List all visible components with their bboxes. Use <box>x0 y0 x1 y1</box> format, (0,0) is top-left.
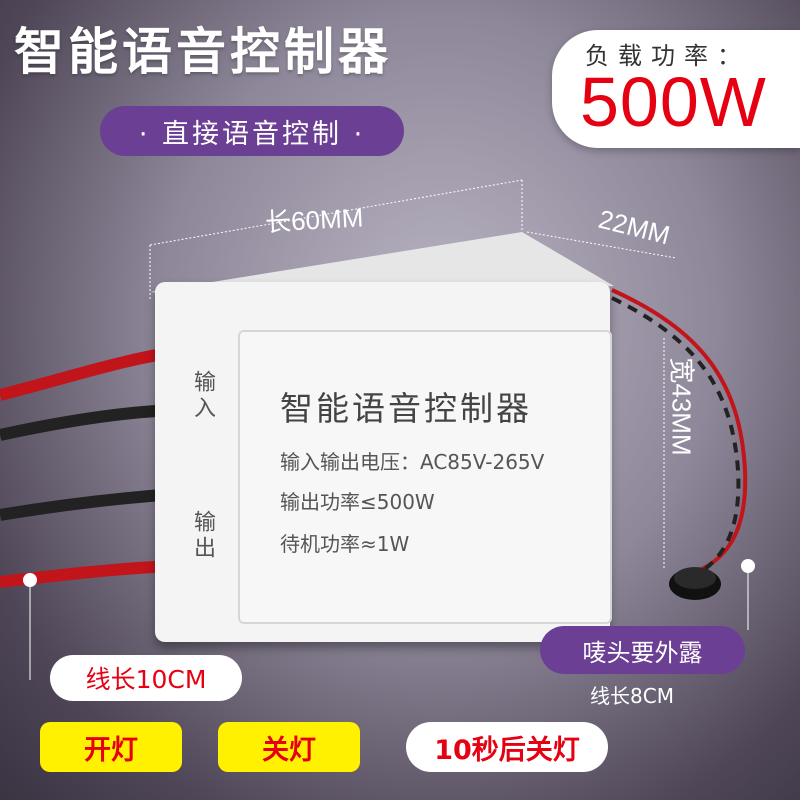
mic-notice-pill: 唛头要外露 <box>540 626 745 674</box>
mode-light-on: 开灯 <box>40 722 182 772</box>
wire-length-label: 线长10CM <box>50 655 242 701</box>
load-power-label: 负载功率： <box>585 42 750 70</box>
page-title: 智能语音控制器 <box>14 23 392 81</box>
device-output-label: 输出 <box>190 510 215 562</box>
mode-delay-off: 10秒后关灯 <box>406 722 608 772</box>
subtitle-pill: · 直接语音控制 · <box>100 106 404 156</box>
load-power-value: 500W <box>580 63 767 141</box>
mic-wire-length: 线长8CM <box>590 684 674 708</box>
device-label-panel <box>238 330 612 624</box>
device-voltage-spec: 输入输出电压：AC85V-265V <box>280 450 545 474</box>
device-label-title: 智能语音控制器 <box>280 389 532 428</box>
load-power-badge <box>552 30 800 148</box>
device-input-label: 输入 <box>190 370 215 422</box>
device-output-power-spec: 输出功率≤500W <box>280 490 435 514</box>
device-standby-power-spec: 待机功率≈1W <box>280 532 410 556</box>
mode-light-off: 关灯 <box>218 722 360 772</box>
dimension-width: 宽43MM <box>666 357 697 456</box>
